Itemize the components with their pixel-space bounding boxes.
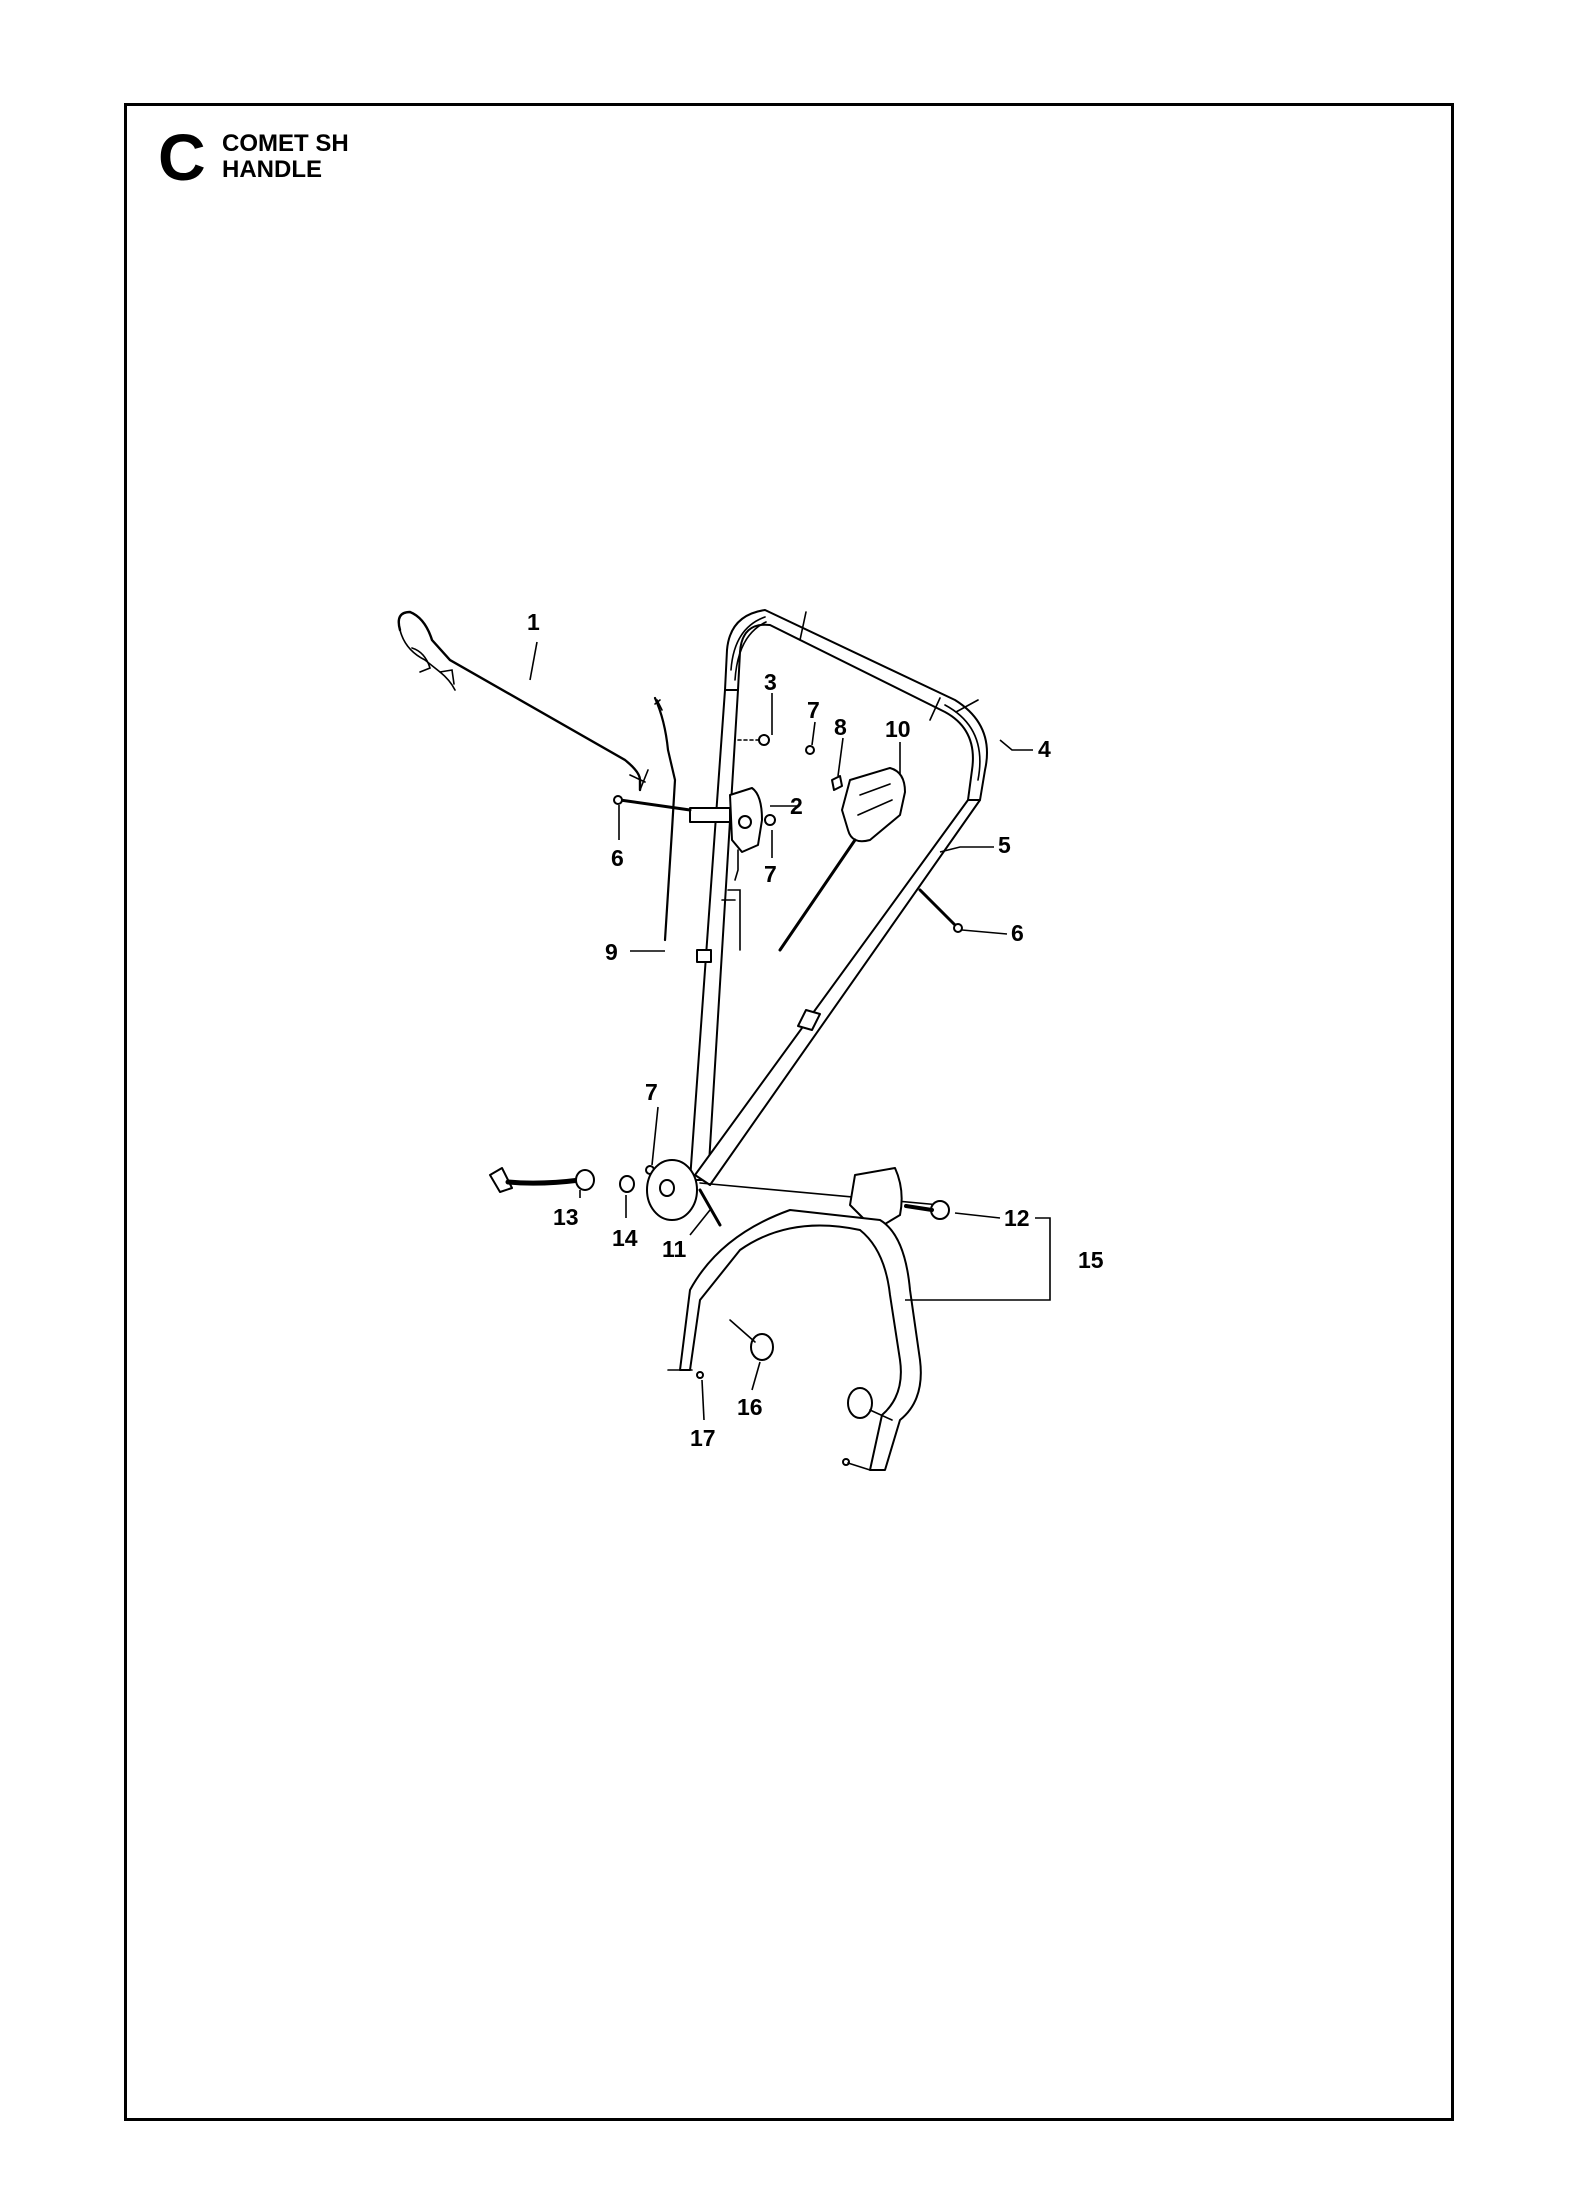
left-handle-tube bbox=[689, 689, 739, 1181]
part-7-nut-switch bbox=[805, 745, 815, 755]
part-14-washer bbox=[619, 1175, 635, 1193]
part-9-cable bbox=[653, 696, 677, 942]
callout-5: 5 bbox=[998, 832, 1011, 858]
callout-6b: 6 bbox=[1011, 920, 1024, 946]
callout-2: 2 bbox=[790, 793, 803, 819]
page-border bbox=[124, 103, 1454, 2121]
section-letter: C bbox=[158, 120, 206, 194]
callout-7c: 7 bbox=[645, 1079, 658, 1105]
title-model: COMET SH bbox=[222, 130, 349, 157]
callout-6a: 6 bbox=[611, 845, 624, 871]
callout-11: 11 bbox=[662, 1236, 687, 1262]
callout-labels: 1 2 3 4 5 6 6 7 7 7 8 9 10 11 12 13 14 1… bbox=[527, 609, 1104, 1451]
callout-3: 3 bbox=[764, 669, 777, 695]
right-handle-tube bbox=[694, 799, 981, 1186]
part-8-washer bbox=[831, 775, 843, 791]
callout-4: 4 bbox=[1038, 736, 1051, 762]
part-7-nut-upper bbox=[764, 814, 776, 826]
part-11-pivot-disc bbox=[646, 1159, 722, 1227]
callout-14: 14 bbox=[612, 1225, 638, 1251]
part-3-screw bbox=[758, 734, 770, 746]
part-15-base-frame bbox=[667, 1167, 950, 1471]
upper-handle-loop bbox=[724, 609, 988, 801]
part-13-adjust-lever bbox=[489, 1167, 595, 1193]
callout-9: 9 bbox=[605, 939, 618, 965]
callout-17: 17 bbox=[690, 1425, 716, 1451]
callout-8: 8 bbox=[834, 714, 847, 740]
title-assembly: HANDLE bbox=[222, 156, 322, 183]
callout-leaders bbox=[529, 641, 1051, 1421]
callout-1: 1 bbox=[527, 609, 540, 635]
part-10-switch-box bbox=[778, 767, 906, 952]
callout-12: 12 bbox=[1004, 1205, 1030, 1231]
callout-7a: 7 bbox=[764, 861, 777, 887]
axis-line bbox=[699, 1182, 941, 1206]
callout-7b: 7 bbox=[807, 697, 820, 723]
callout-10: 10 bbox=[885, 716, 911, 742]
part-1-bail-bar bbox=[397, 610, 649, 792]
callout-16: 16 bbox=[737, 1394, 763, 1420]
part-6-screw-left bbox=[613, 795, 692, 812]
callout-15: 15 bbox=[1078, 1247, 1104, 1273]
part-6-screw-right bbox=[918, 888, 963, 933]
section-title: COMET SH HANDLE bbox=[222, 131, 349, 183]
callout-13: 13 bbox=[553, 1204, 579, 1230]
part-2-control-housing bbox=[689, 787, 763, 951]
